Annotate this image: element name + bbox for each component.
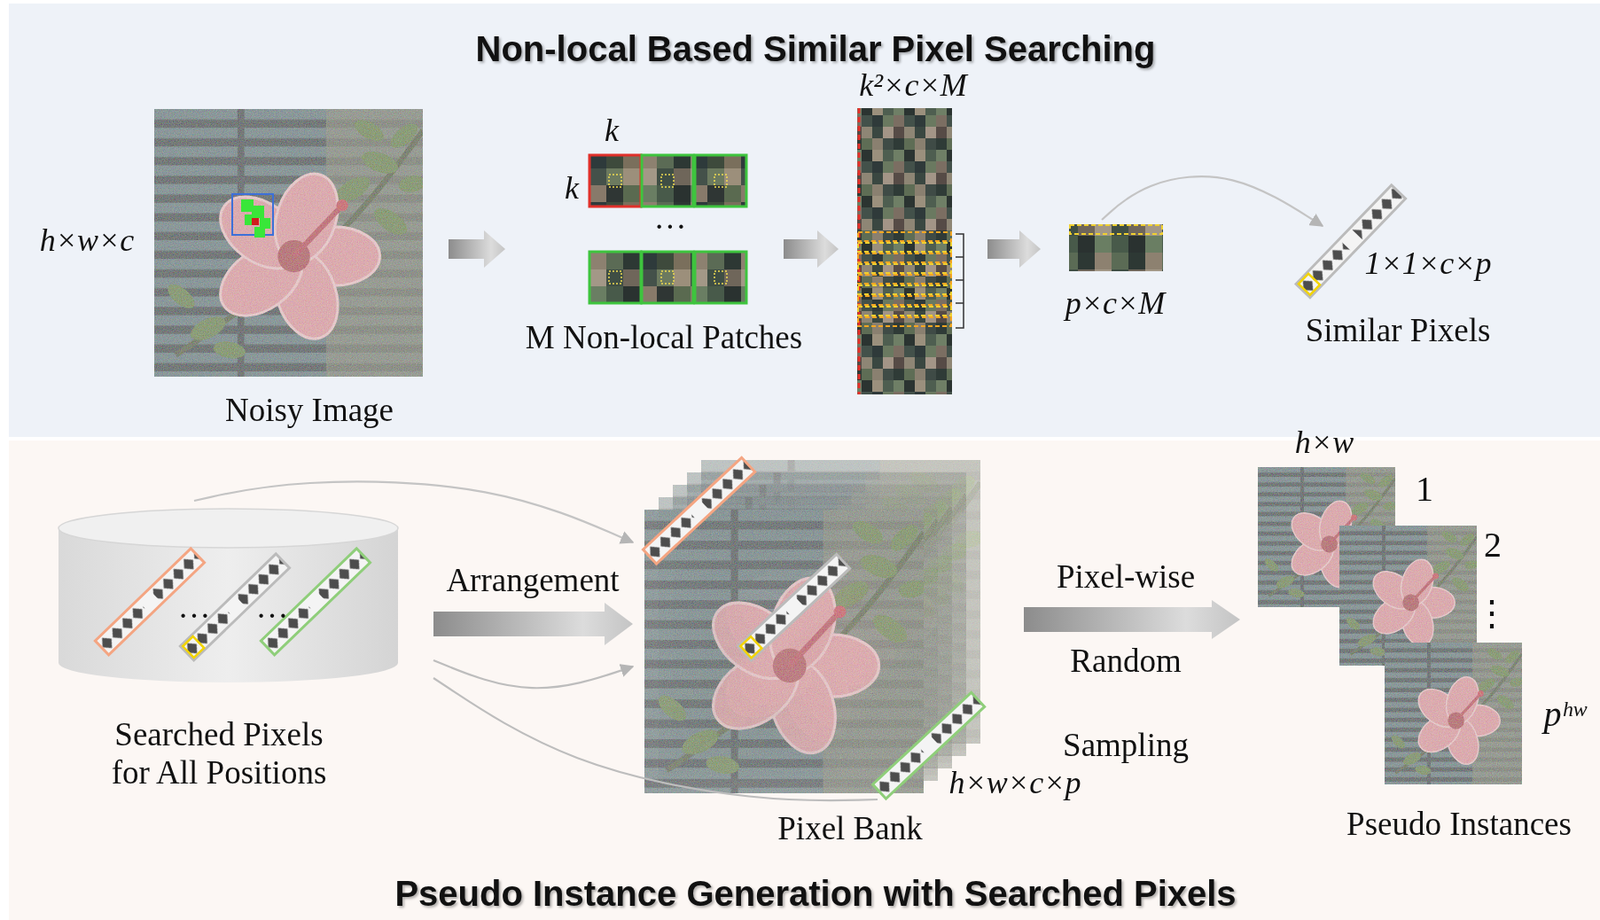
search-window xyxy=(232,194,274,238)
dimension-label: k xyxy=(564,170,579,207)
instance-number: 1 xyxy=(1415,468,1434,510)
instance-number: 2 xyxy=(1483,524,1502,566)
edge-label: Pixel-wise Random Sampling xyxy=(1032,534,1219,788)
pixel-block-image xyxy=(1069,224,1163,272)
block-arrow xyxy=(783,230,839,268)
panel-band: Non-local Based Similar Pixel Searching h… xyxy=(8,3,1600,438)
noisy-photo xyxy=(154,109,427,377)
image-node: h×w×cNoisy Image xyxy=(145,100,449,386)
selected-rows xyxy=(858,232,952,327)
pixel-cylinder: Searched Pixels for All Positions xyxy=(49,500,434,692)
curved-connector xyxy=(433,678,878,801)
caption-label: Pixel Bank xyxy=(777,810,922,849)
dimension-label: k xyxy=(604,112,619,149)
pixel-strip: 1×1×c×pSimilar Pixels xyxy=(1295,226,1509,297)
dimension-label: k²×c×M xyxy=(858,67,967,104)
patch-group: kk···M Non-local Patches xyxy=(505,115,784,315)
pixel-strip-figure xyxy=(737,554,850,661)
block-arrow xyxy=(433,602,633,646)
dimension-label: p×c×M xyxy=(1065,285,1166,322)
ellipsis-mark: ··· xyxy=(654,208,687,247)
caption-label: Pseudo Instances xyxy=(1346,805,1572,844)
pixel-block: p×c×M xyxy=(1040,219,1163,272)
cylinder-figure xyxy=(58,508,399,683)
curved-connector xyxy=(1101,176,1323,227)
panel-band: Pseudo Instance Generation with Searched… xyxy=(8,440,1600,920)
panel-heading: Non-local Based Similar Pixel Searching xyxy=(476,28,1156,70)
ellipsis-mark: ⋮ xyxy=(1474,593,1510,634)
instance-number: pʰʷ xyxy=(1544,694,1586,735)
patch-matrix-image xyxy=(857,108,953,395)
curved-connector xyxy=(433,660,633,688)
block-arrow xyxy=(448,230,506,268)
panel-heading: Pseudo Instance Generation with Searched… xyxy=(394,873,1236,914)
patch-tiles xyxy=(589,155,747,304)
block-arrow xyxy=(987,230,1041,268)
caption-label: Noisy Image xyxy=(225,391,394,430)
caption-label: Similar Pixels xyxy=(1305,312,1491,351)
ellipsis-mark: … xyxy=(178,588,211,627)
block-arrow xyxy=(1023,600,1241,640)
patch-centers xyxy=(608,174,727,284)
caption-label: Searched Pixels for All Positions xyxy=(93,716,346,792)
ellipsis-mark: … xyxy=(256,588,289,627)
panel-background xyxy=(8,440,1600,920)
instance-stack: h×w12⋮pʰʷPseudo Instances xyxy=(1240,456,1533,789)
pixel-bank: Pixel Bankh×w×c×p xyxy=(632,452,1024,800)
dimension-label: h×w xyxy=(1295,424,1354,461)
dimension-label: h×w×c×p xyxy=(949,764,1082,802)
curved-connector xyxy=(194,481,633,543)
patch-matrix: k²×c×M xyxy=(838,108,988,395)
edge-label: Arrangement xyxy=(445,561,619,601)
caption-label: M Non-local Patches xyxy=(525,319,803,358)
dimension-label: 1×1×c×p xyxy=(1365,245,1492,282)
panel-background xyxy=(8,3,1600,438)
pixel-strip-figure xyxy=(642,457,755,564)
selected-row xyxy=(1069,225,1163,235)
pixel-bank-stack xyxy=(644,460,985,794)
bracket xyxy=(955,234,964,328)
dimension-label: h×w×c xyxy=(39,222,135,259)
instance-images xyxy=(1257,467,1524,785)
